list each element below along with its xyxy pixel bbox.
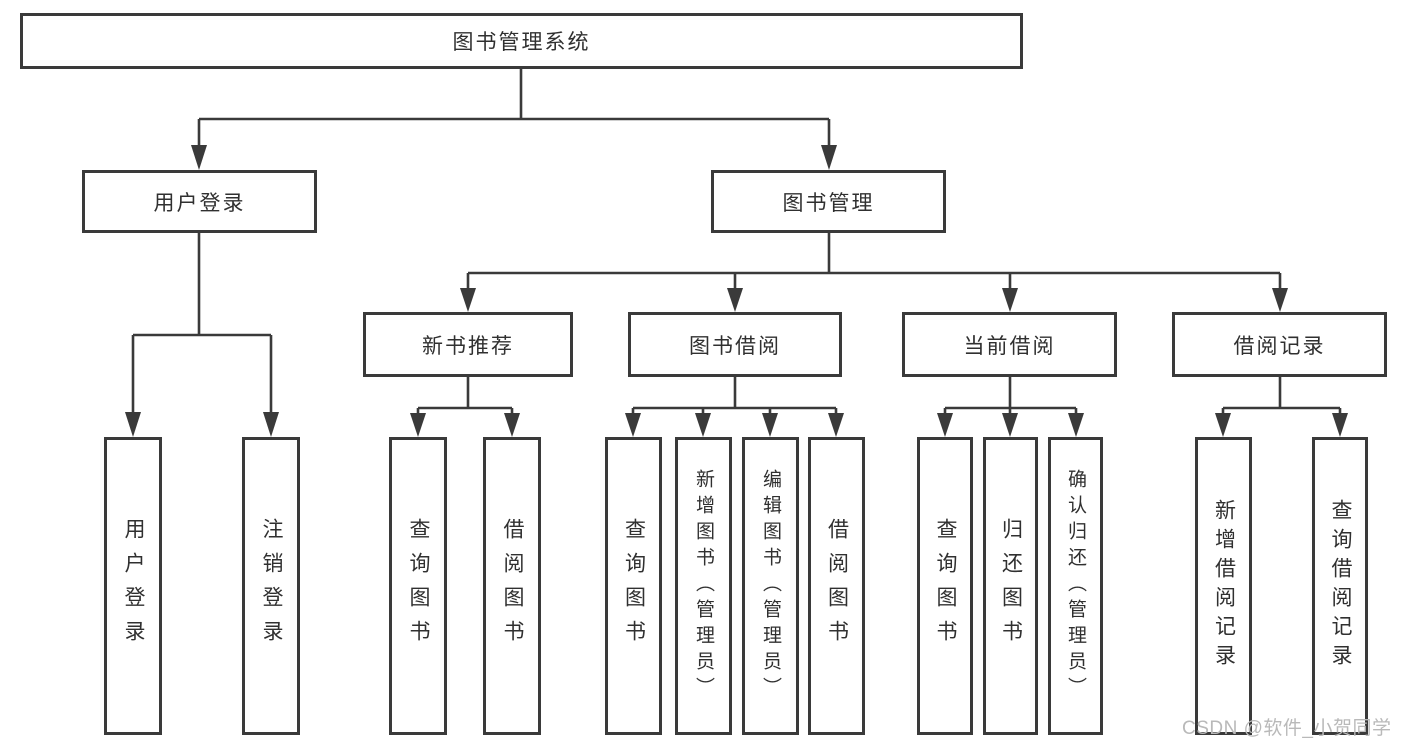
leaf-add-books-admin-label: 新增图书（管理员） — [693, 469, 714, 703]
leaf-borrow-books-1-label: 借阅图书 — [501, 518, 524, 654]
leaf-confirm-return-admin: 确认归还（管理员） — [1048, 437, 1103, 735]
arrowhead-login-leaf-1 — [125, 412, 141, 437]
leaf-query-books-1-label: 查询图书 — [407, 518, 430, 654]
leaf-logout-label: 注销登录 — [260, 518, 283, 654]
arrowhead-to-borrow — [727, 288, 743, 312]
arrowhead-current-leaf-3 — [1068, 413, 1084, 437]
arrowhead-current-leaf-1 — [937, 413, 953, 437]
arrowhead-newbooks-leaf-2 — [504, 413, 520, 437]
leaf-edit-books-admin: 编辑图书（管理员） — [742, 437, 799, 735]
arrowhead-to-records — [1272, 288, 1288, 312]
arrowhead-to-login — [191, 145, 207, 170]
leaf-query-borrow-record: 查询借阅记录 — [1312, 437, 1368, 735]
leaf-return-books: 归还图书 — [983, 437, 1038, 735]
leaf-return-books-label: 归还图书 — [999, 518, 1023, 654]
node-current-borrow-label: 当前借阅 — [963, 334, 1056, 358]
arrowhead-to-bookmgmt — [821, 145, 837, 170]
node-borrow-records-label: 借阅记录 — [1233, 334, 1326, 358]
leaf-query-books-3: 查询图书 — [917, 437, 973, 735]
arrowhead-borrow-leaf-3 — [762, 413, 778, 437]
arrowhead-login-leaf-2 — [263, 412, 279, 437]
node-book-borrow: 图书借阅 — [628, 312, 842, 377]
leaf-borrow-books-2: 借阅图书 — [808, 437, 865, 735]
node-borrow-records: 借阅记录 — [1172, 312, 1387, 377]
arrowheads — [125, 145, 1348, 437]
node-user-login-label: 用户登录 — [153, 191, 246, 215]
arrowhead-to-current — [1002, 288, 1018, 312]
leaf-borrow-books-2-label: 借阅图书 — [825, 518, 849, 654]
leaf-add-borrow-record: 新增借阅记录 — [1195, 437, 1252, 735]
leaf-edit-books-admin-label: 编辑图书（管理员） — [760, 469, 781, 703]
arrowhead-to-newbooks — [460, 288, 476, 312]
leaf-logout: 注销登录 — [242, 437, 300, 735]
arrowhead-current-leaf-2 — [1002, 413, 1018, 437]
leaf-query-books-2: 查询图书 — [605, 437, 662, 735]
node-book-borrow-label: 图书借阅 — [689, 334, 781, 358]
node-new-book-recommend: 新书推荐 — [363, 312, 573, 377]
leaf-query-borrow-record-label: 查询借阅记录 — [1329, 499, 1352, 673]
leaf-query-books-1: 查询图书 — [389, 437, 447, 735]
node-user-login: 用户登录 — [82, 170, 317, 233]
leaf-borrow-books-1: 借阅图书 — [483, 437, 541, 735]
leaf-query-books-3-label: 查询图书 — [934, 518, 957, 654]
node-book-management-label: 图书管理 — [782, 191, 875, 215]
csdn-watermark: CSDN @软件_小贺同学 — [1182, 718, 1392, 739]
arrowhead-borrow-leaf-4 — [828, 413, 844, 437]
leaf-user-login-label: 用户登录 — [122, 518, 145, 654]
arrowhead-borrow-leaf-1 — [625, 413, 641, 437]
arrowhead-records-leaf-1 — [1215, 413, 1231, 437]
leaf-confirm-return-admin-label: 确认归还（管理员） — [1065, 469, 1086, 703]
leaf-user-login: 用户登录 — [104, 437, 162, 735]
node-current-borrow: 当前借阅 — [902, 312, 1117, 377]
node-book-management: 图书管理 — [711, 170, 946, 233]
leaf-query-books-2-label: 查询图书 — [622, 518, 646, 654]
arrowhead-newbooks-leaf-1 — [410, 413, 426, 437]
leaf-add-borrow-record-label: 新增借阅记录 — [1212, 499, 1236, 673]
leaf-add-books-admin: 新增图书（管理员） — [675, 437, 732, 735]
arrowhead-records-leaf-2 — [1332, 413, 1348, 437]
node-root: 图书管理系统 — [20, 13, 1023, 69]
node-new-book-recommend-label: 新书推荐 — [422, 334, 514, 358]
node-root-label: 图书管理系统 — [452, 31, 591, 54]
arrowhead-borrow-leaf-2 — [695, 413, 711, 437]
